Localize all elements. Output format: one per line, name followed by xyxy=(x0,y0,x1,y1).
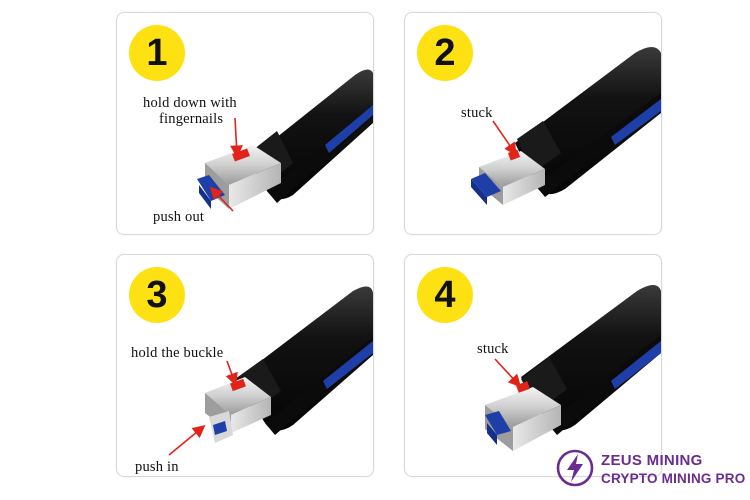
instruction-label: push out xyxy=(153,209,205,225)
step-panel-4: 4 stuck xyxy=(404,254,662,477)
usb-card-reader-image xyxy=(197,69,373,212)
step-number-badge: 3 xyxy=(129,267,185,323)
lightning-bolt-icon xyxy=(556,449,594,487)
brand-tagline: CRYPTO MINING PRO xyxy=(601,471,746,486)
step-number-badge: 1 xyxy=(129,25,185,81)
usb-card-reader-image xyxy=(471,47,661,205)
step-panel-2: 2 stuck xyxy=(404,12,662,235)
usb-card-reader-image xyxy=(485,285,661,451)
zeus-mining-logo: ZEUS MINING CRYPTO MINING PRO xyxy=(555,446,750,492)
instruction-label: stuck xyxy=(477,341,509,357)
step-number-badge: 4 xyxy=(417,267,473,323)
instruction-label: push in xyxy=(135,459,179,475)
instruction-label: fingernails xyxy=(159,111,224,127)
instruction-label: hold down with xyxy=(143,95,237,111)
step-panel-3: 3 hold the buckle push in xyxy=(116,254,374,477)
brand-name: ZEUS MINING xyxy=(601,452,703,469)
step-panel-1: 1 hold down with fingernails push out xyxy=(116,12,374,235)
instruction-label: stuck xyxy=(461,105,493,121)
step-number-badge: 2 xyxy=(417,25,473,81)
usb-card-reader-image xyxy=(168,286,373,456)
instruction-label: hold the buckle xyxy=(131,345,224,361)
